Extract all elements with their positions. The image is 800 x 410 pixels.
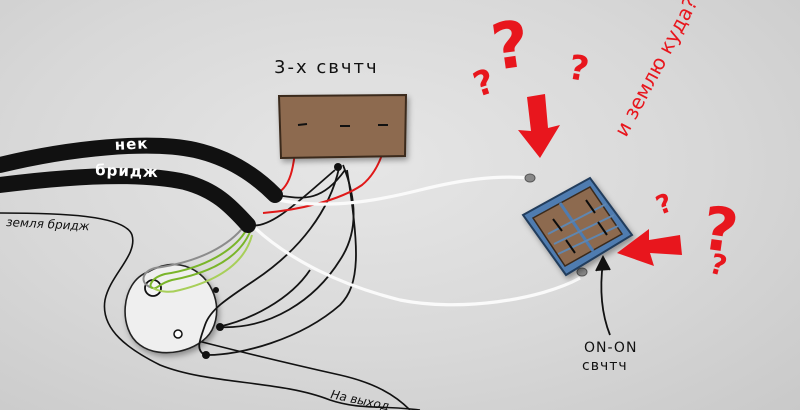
green-wires [142, 224, 253, 293]
on-on-switch [521, 176, 634, 277]
pointer-arrow [595, 255, 611, 336]
red-arrow-left [617, 229, 682, 266]
question-mark: ? [565, 47, 591, 90]
white-wire-ends [524, 173, 588, 277]
label-where-ground: и землю куда? [609, 0, 702, 140]
ground-wire-bridge [0, 212, 421, 410]
question-mark: ? [487, 7, 534, 85]
label-on-on: ON-ON [584, 340, 637, 356]
three-way-switch [277, 93, 408, 160]
pot-outline [124, 263, 218, 354]
cable-bridge [0, 168, 256, 233]
label-bridge-ground: земля бридж [6, 215, 90, 233]
output-wire [174, 334, 411, 410]
white-wires [253, 175, 581, 307]
label-on-on-switch: свчтч [582, 358, 628, 374]
label-three-way-switch: 3-х свчтч [274, 57, 379, 78]
label-output: На выход [329, 387, 390, 410]
red-arrow-down [518, 94, 560, 158]
label-bridge: бридж [95, 161, 159, 181]
question-mark: ? [652, 188, 676, 221]
cable-neck [0, 137, 283, 203]
label-neck: нек [114, 134, 149, 154]
